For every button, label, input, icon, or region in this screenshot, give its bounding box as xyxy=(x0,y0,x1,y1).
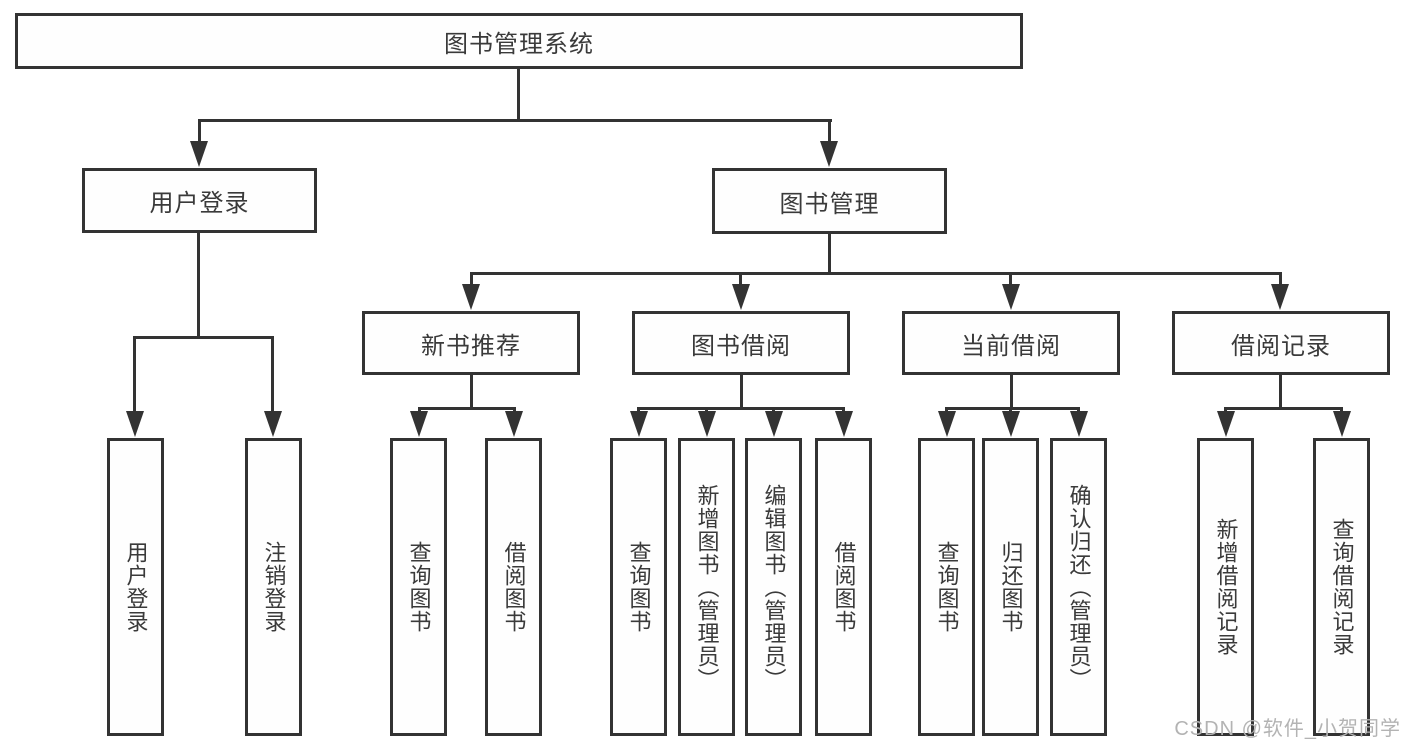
arrow-head xyxy=(1002,284,1020,310)
node-label: 编辑图书（管理员） xyxy=(761,483,787,691)
arrow-head xyxy=(630,411,648,437)
connector-line xyxy=(828,119,831,147)
leaf-current-confirm-return-admin: 确认归还（管理员） xyxy=(1050,438,1107,736)
connector-line xyxy=(418,407,516,410)
connector-line xyxy=(637,407,844,410)
connector-line xyxy=(470,375,473,410)
leaf-records-query-borrow-record: 查询借阅记录 xyxy=(1313,438,1370,736)
csdn-watermark: CSDN @软件_小贺同学 xyxy=(1174,718,1401,740)
connector-line xyxy=(470,272,473,290)
connector-line xyxy=(517,69,520,120)
arrow-head xyxy=(190,141,208,167)
leaf-logout-login: 注销登录 xyxy=(245,438,302,736)
arrow-head xyxy=(505,411,523,437)
node-root-system: 图书管理系统 xyxy=(15,13,1023,69)
arrow-head xyxy=(938,411,956,437)
node-label: 查询借阅记录 xyxy=(1329,518,1355,656)
node-label: 图书借阅 xyxy=(691,332,791,360)
node-label: 新增借阅记录 xyxy=(1213,518,1239,656)
node-label: 图书管理系统 xyxy=(444,30,594,58)
node-borrow-records: 借阅记录 xyxy=(1172,311,1390,375)
leaf-current-query-books: 查询图书 xyxy=(918,438,975,736)
arrow-head xyxy=(1333,411,1351,437)
node-label: 借阅图书 xyxy=(501,541,527,633)
connector-line xyxy=(828,234,831,275)
leaf-current-return-books: 归还图书 xyxy=(982,438,1039,736)
connector-line xyxy=(1279,375,1282,410)
arrow-head xyxy=(462,284,480,310)
node-label: 借阅记录 xyxy=(1231,332,1331,360)
node-current-borrow: 当前借阅 xyxy=(902,311,1120,375)
connector-line xyxy=(197,233,200,339)
arrow-head xyxy=(410,411,428,437)
connector-line xyxy=(1279,272,1282,290)
node-label: 新增图书（管理员） xyxy=(694,483,720,691)
arrow-head xyxy=(1217,411,1235,437)
node-book-borrow: 图书借阅 xyxy=(632,311,850,375)
leaf-borrow-borrow-books: 借阅图书 xyxy=(815,438,872,736)
connector-line xyxy=(1010,375,1013,410)
leaf-recommend-query-books: 查询图书 xyxy=(390,438,447,736)
node-new-book-recommend: 新书推荐 xyxy=(362,311,580,375)
leaf-borrow-add-books-admin: 新增图书（管理员） xyxy=(678,438,735,736)
leaf-borrow-edit-books-admin: 编辑图书（管理员） xyxy=(745,438,802,736)
node-label: 用户登录 xyxy=(149,190,250,217)
node-label: 用户登录 xyxy=(123,541,149,633)
node-label: 借阅图书 xyxy=(831,541,857,633)
connector-line xyxy=(739,272,742,290)
connector-line xyxy=(1009,272,1012,290)
connector-line xyxy=(198,119,832,122)
node-label: 查询图书 xyxy=(406,541,432,633)
arrow-head xyxy=(698,411,716,437)
arrow-head xyxy=(126,411,144,437)
node-label: 确认归还（管理员） xyxy=(1066,483,1092,691)
connector-line xyxy=(271,336,274,414)
leaf-borrow-query-books: 查询图书 xyxy=(610,438,667,736)
arrow-head xyxy=(765,411,783,437)
arrow-head xyxy=(835,411,853,437)
arrow-head xyxy=(1002,411,1020,437)
node-label: 归还图书 xyxy=(998,541,1024,633)
leaf-recommend-borrow-books: 借阅图书 xyxy=(485,438,542,736)
node-book-management: 图书管理 xyxy=(712,168,947,234)
node-label: 当前借阅 xyxy=(961,332,1061,360)
node-user-login: 用户登录 xyxy=(82,168,317,233)
node-label: 查询图书 xyxy=(626,541,652,633)
connector-line xyxy=(470,272,1282,275)
leaf-user-login: 用户登录 xyxy=(107,438,164,736)
node-label: 注销登录 xyxy=(261,541,287,633)
connector-line xyxy=(198,119,201,147)
node-label: 新书推荐 xyxy=(421,332,521,360)
arrow-head xyxy=(1271,284,1289,310)
node-label: 查询图书 xyxy=(934,541,960,633)
connector-line xyxy=(133,336,136,414)
leaf-records-add-borrow-record: 新增借阅记录 xyxy=(1197,438,1254,736)
connector-line xyxy=(1224,407,1342,410)
arrow-head xyxy=(1070,411,1088,437)
connector-line xyxy=(740,375,743,410)
connector-line xyxy=(133,336,274,339)
arrow-head xyxy=(732,284,750,310)
node-label: 图书管理 xyxy=(779,190,880,218)
arrow-head xyxy=(264,411,282,437)
arrow-head xyxy=(820,141,838,167)
connector-line xyxy=(945,407,1079,410)
